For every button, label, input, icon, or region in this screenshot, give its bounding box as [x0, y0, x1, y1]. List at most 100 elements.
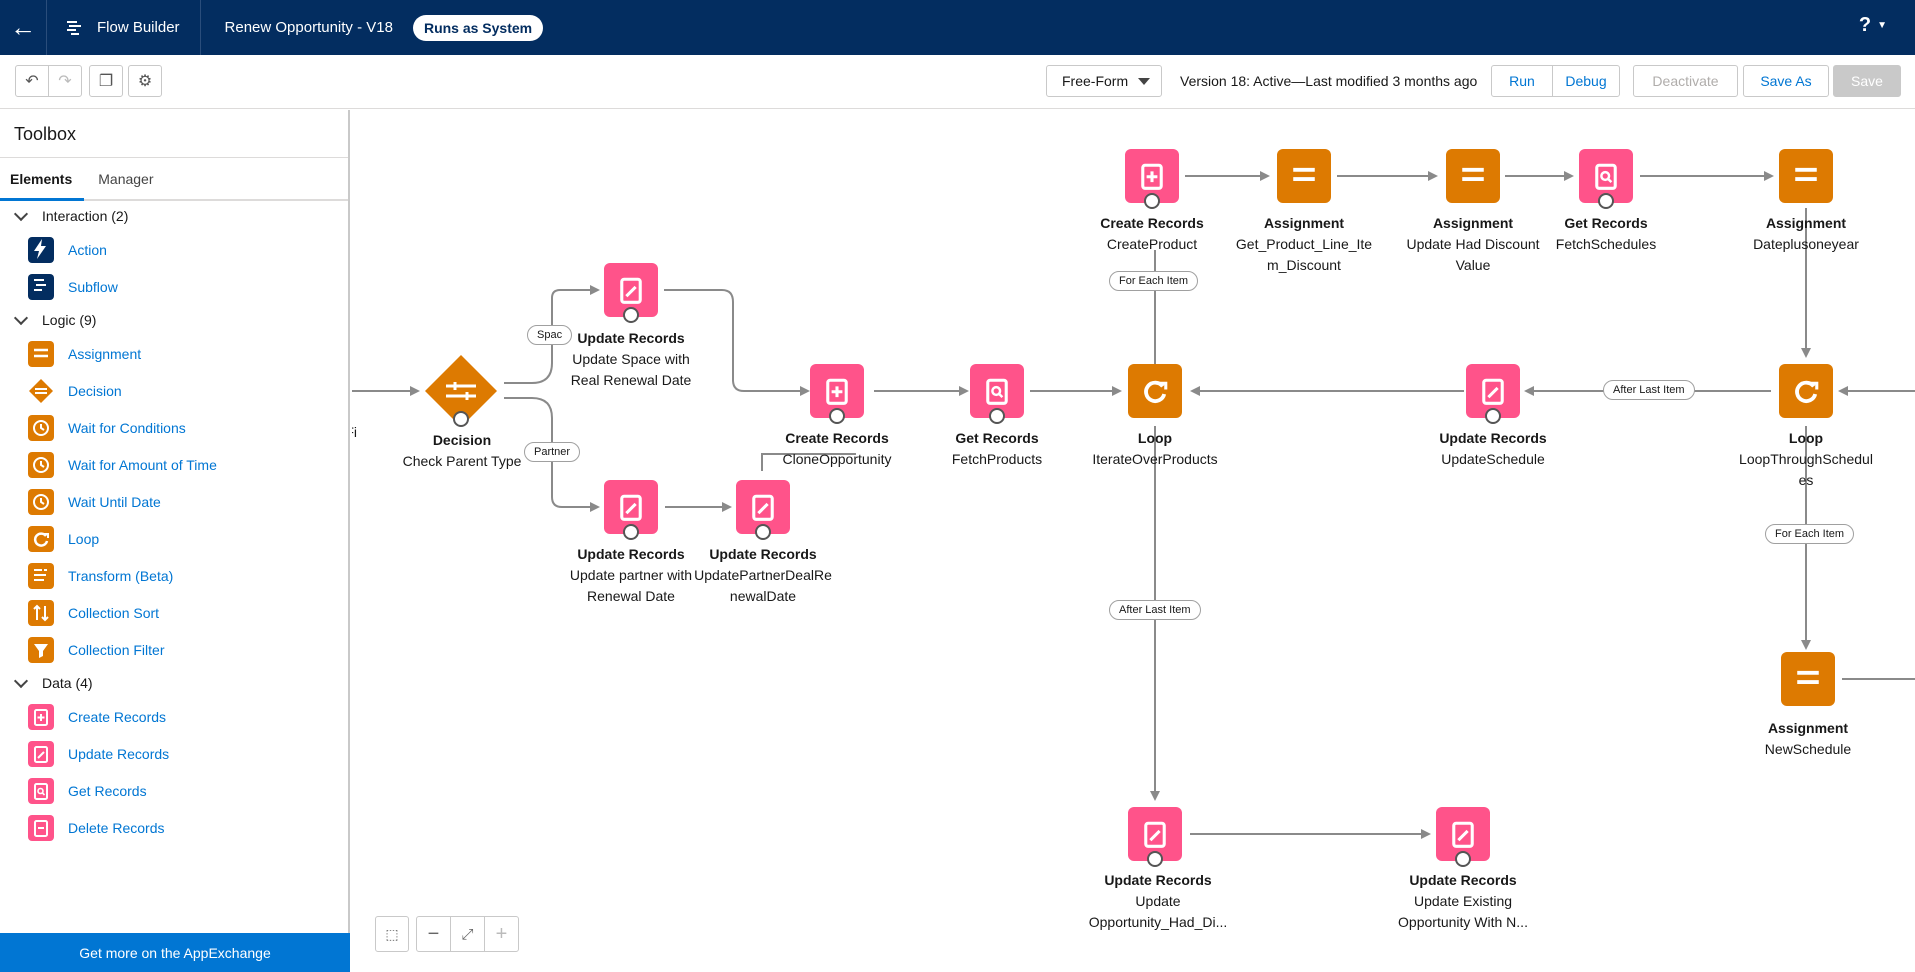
toolbox-item-create-records[interactable]: Create Records: [0, 698, 348, 735]
connector-anchor[interactable]: [755, 524, 771, 540]
flow-node-assign-new-schedule[interactable]: [1781, 652, 1835, 706]
tab-manager[interactable]: Manager: [98, 171, 154, 187]
toolbox-item-wait-until-date[interactable]: Wait Until Date: [0, 483, 348, 520]
filter-icon: [28, 636, 54, 663]
zoom-in-button[interactable]: +: [484, 916, 519, 952]
toolbox-item-decision[interactable]: Decision: [0, 372, 348, 409]
chevron-down-icon: [13, 206, 29, 221]
connector-anchor[interactable]: [623, 307, 639, 323]
layout-mode-select[interactable]: Free-Form: [1046, 65, 1162, 97]
fit-to-view-button[interactable]: ⤢: [450, 916, 485, 952]
node-name: Opportunity With N...: [1398, 914, 1528, 930]
toolbox-panel: Toolbox Elements Manager Interaction (2)…: [0, 110, 350, 972]
connector-label-after-last[interactable]: After Last Item: [1109, 600, 1201, 620]
connector-label-for-each[interactable]: For Each Item: [1765, 524, 1855, 544]
debug-button[interactable]: Debug: [1552, 65, 1620, 97]
chevron-down-icon: [1138, 78, 1150, 85]
flow-node-loop-schedules[interactable]: [1779, 364, 1833, 418]
node-label-update-existing-opp: Update Records Update Existing Opportuni…: [1378, 870, 1548, 933]
connector-anchor[interactable]: [1455, 851, 1471, 867]
connector-anchor[interactable]: [1598, 193, 1614, 209]
node-type: Loop: [1137, 430, 1173, 446]
flow-node-get-schedules[interactable]: [1579, 149, 1633, 209]
flow-node-create-clone[interactable]: [810, 364, 864, 424]
toolbox-item-action[interactable]: Action: [0, 231, 348, 268]
flow-canvas[interactable]: Spac Partner For Each Item After Last It…: [352, 110, 1915, 972]
node-label-create-product: Create Records CreateProduct: [1067, 213, 1237, 255]
undo-button[interactable]: ↶: [15, 65, 49, 97]
toolbox-item-wait-for-conditions[interactable]: Wait for Conditions: [0, 409, 348, 446]
marquee-select-button[interactable]: ⬚: [375, 916, 409, 952]
toolbox-group-header[interactable]: Interaction (2): [0, 201, 348, 231]
create-records-icon: [28, 703, 54, 730]
toolbox-item-wait-for-amount-of-time[interactable]: Wait for Amount of Time: [0, 446, 348, 483]
connector-anchor[interactable]: [1485, 408, 1501, 424]
toolbox-item-label: Action: [68, 241, 107, 258]
toolbox-item-label: Decision: [68, 382, 122, 399]
connector-label-partner[interactable]: Partner: [524, 442, 581, 462]
node-name: UpdateSchedule: [1441, 451, 1545, 467]
toolbox-group-header[interactable]: Logic (9): [0, 305, 348, 335]
toolbox-item-label: Create Records: [68, 708, 167, 725]
connector-label-for-each[interactable]: For Each Item: [1109, 271, 1199, 291]
toolbox-item-assignment[interactable]: Assignment: [0, 335, 348, 372]
toolbox-item-subflow[interactable]: Subflow: [0, 268, 348, 305]
connector-anchor[interactable]: [453, 411, 469, 427]
toolbar: ↶ ↷ ❐ ⚙ Free-Form Version 18: Active—Las…: [0, 55, 1915, 109]
flow-node-loop-products[interactable]: [1128, 364, 1182, 418]
paste-button[interactable]: ❐: [89, 65, 123, 97]
node-type: Update Records: [577, 330, 685, 346]
connector-anchor[interactable]: [623, 524, 639, 540]
run-mode-badge: Runs as System: [412, 14, 544, 41]
connector-label-space[interactable]: Spac: [527, 325, 573, 345]
clock-icon: [28, 451, 54, 478]
appexchange-link[interactable]: Get more on the AppExchange: [0, 933, 350, 972]
flow-node-assign-discount[interactable]: [1277, 149, 1331, 203]
update-records-icon: [28, 740, 54, 767]
back-arrow-icon[interactable]: ←: [10, 12, 36, 42]
save-as-button[interactable]: Save As: [1743, 65, 1829, 97]
flow-node-upd-existing-opp[interactable]: [1436, 807, 1490, 867]
node-label-get-schedules: Get Records FetchSchedules: [1521, 213, 1691, 255]
node-name: NewSchedule: [1764, 741, 1852, 757]
toolbox-group-header[interactable]: Data (4): [0, 668, 348, 698]
toolbox-tabs: Elements Manager: [0, 158, 348, 201]
connector-anchor[interactable]: [1144, 193, 1160, 209]
connector-anchor[interactable]: [829, 408, 845, 424]
subflow-icon: [28, 273, 54, 300]
run-button[interactable]: Run: [1491, 65, 1553, 97]
toolbox-item-delete-records[interactable]: Delete Records: [0, 809, 348, 846]
redo-button[interactable]: ↷: [48, 65, 82, 97]
flow-node-upd-schedule[interactable]: [1466, 364, 1520, 424]
toolbox-item-label: Get Records: [68, 782, 147, 799]
tab-elements[interactable]: Elements: [0, 158, 85, 201]
toolbox-item-collection-filter[interactable]: Collection Filter: [0, 631, 348, 668]
deactivate-button[interactable]: Deactivate: [1633, 65, 1738, 97]
zoom-out-button[interactable]: −: [416, 916, 451, 952]
connector-label-after-last[interactable]: After Last Item: [1603, 380, 1695, 400]
node-label-update-opp-had-discount: Update Records Update Opportunity_Had_Di…: [1073, 870, 1243, 933]
toolbox-item-loop[interactable]: Loop: [0, 520, 348, 557]
flow-node-assign-date[interactable]: [1779, 149, 1833, 203]
help-menu[interactable]: ?▼: [1859, 14, 1887, 37]
node-label-assign-had-discount: Assignment Update Had Discount Value: [1388, 213, 1558, 276]
flow-node-upd-opp-had-disc[interactable]: [1128, 807, 1182, 867]
toolbox-item-collection-sort[interactable]: Collection Sort: [0, 594, 348, 631]
undo-icon: ↶: [25, 73, 39, 90]
toolbox-item-update-records[interactable]: Update Records: [0, 735, 348, 772]
app-header: ← Flow Builder Renew Opportunity - V18 R…: [0, 0, 1915, 55]
version-info: Version 18: Active—Last modified 3 month…: [1180, 73, 1478, 89]
flow-node-decision[interactable]: [424, 354, 498, 428]
flow-node-get-products[interactable]: [970, 364, 1024, 424]
flow-node-upd-partner[interactable]: [604, 480, 658, 540]
connector-anchor[interactable]: [989, 408, 1005, 424]
toolbox-item-get-records[interactable]: Get Records: [0, 772, 348, 809]
toolbox-item-transform-beta[interactable]: Transform (Beta): [0, 557, 348, 594]
flow-node-upd-partner-deal[interactable]: [736, 480, 790, 540]
connector-anchor[interactable]: [1147, 851, 1163, 867]
flow-node-create-product[interactable]: [1125, 149, 1179, 209]
flow-node-assign-had-discount[interactable]: [1446, 149, 1500, 203]
flow-node-upd-space[interactable]: [604, 263, 658, 323]
settings-button[interactable]: ⚙: [128, 65, 162, 97]
save-button[interactable]: Save: [1833, 65, 1901, 97]
